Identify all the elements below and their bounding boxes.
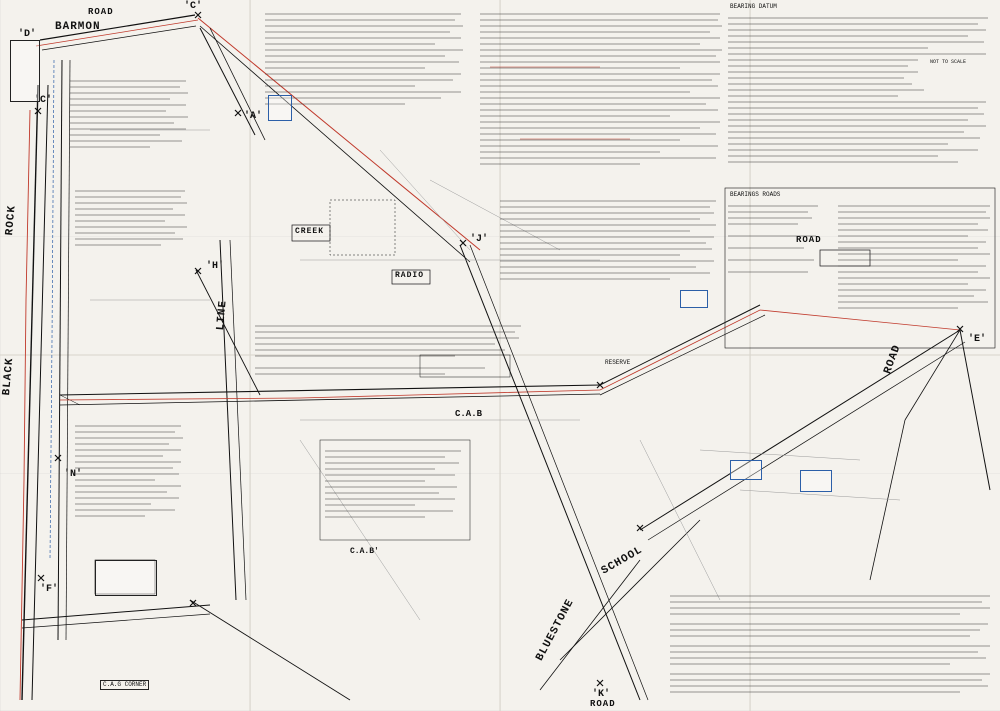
station-c-left: 'C' (34, 95, 53, 106)
road-top-right-diagonal (197, 17, 481, 263)
annotation-box (268, 95, 292, 121)
handwriting-texture (70, 80, 188, 148)
annotation-box (680, 290, 708, 308)
blue-traverse-left (49, 59, 55, 561)
note-block-left-upper (70, 75, 190, 170)
barmon-road (39, 14, 197, 51)
pencil-construction-lines (90, 129, 901, 621)
handwriting-texture (325, 450, 461, 518)
red-traverse-right (599, 309, 961, 391)
annotation-box (95, 560, 157, 596)
handwriting-texture (265, 13, 463, 105)
station-d: 'D' (18, 29, 37, 40)
handwriting-texture (728, 205, 990, 309)
label-cab-mid: C.A.B (455, 409, 483, 419)
label-reserve: RESERVE (605, 359, 631, 366)
station-k: 'K' (592, 689, 611, 700)
red-traverse-left (19, 109, 31, 701)
line-road (195, 239, 261, 601)
annotation-box (10, 40, 40, 102)
label-bearings-roads: BEARINGS ROADS (730, 191, 781, 198)
note-block-center (255, 320, 525, 380)
road-label-road-bottom: ROAD (590, 699, 616, 709)
station-f: 'F' (40, 584, 59, 595)
note-block-left-mid (75, 185, 190, 275)
red-traverse-mid (59, 389, 601, 401)
school-bluestone-roads (459, 244, 991, 701)
handwriting-texture (255, 325, 521, 375)
note-block-right-center (500, 195, 720, 335)
note-block-top-center (265, 10, 465, 120)
label-bearing-datum: BEARING DATUM (730, 3, 777, 10)
note-block-bearings-roads (728, 200, 993, 345)
station-h: 'H' (206, 261, 225, 272)
station-n: 'N' (64, 469, 83, 480)
note-block-cab (325, 445, 465, 535)
note-block-top-right-center (480, 10, 725, 190)
handwriting-texture (500, 200, 716, 280)
road-label-road-top: ROAD (88, 7, 114, 17)
handwriting-texture (728, 17, 988, 163)
note-block-bottom-right (660, 590, 995, 705)
handwriting-texture (670, 595, 990, 693)
label-cab-lower: C.A.B' (350, 547, 379, 556)
road-label-radio: RADIO (395, 271, 425, 280)
rock-black-road (21, 59, 71, 701)
station-c-top: 'C' (184, 1, 203, 12)
label-cag-corner: C.A.G CORNER (100, 680, 150, 690)
label-not-to-scale: NOT TO SCALE (930, 59, 967, 65)
road-label-creek: CREEK (295, 227, 325, 236)
red-traverse-top (35, 19, 199, 47)
road-label-road-mid: ROAD (796, 235, 822, 245)
station-a: 'A' (244, 111, 263, 122)
road-label-barmon: BARMON (55, 21, 101, 33)
survey-marks (34, 11, 964, 687)
handwriting-texture (480, 13, 722, 165)
station-j: 'J' (470, 234, 489, 245)
annotation-box (730, 460, 762, 480)
note-block-bearing-datum (728, 10, 993, 185)
annotation-box (800, 470, 832, 492)
handwriting-texture (75, 425, 183, 517)
note-block-left-lower (75, 420, 185, 550)
bottom-left-road (21, 599, 351, 701)
station-e: 'E' (968, 334, 987, 345)
handwriting-texture (75, 190, 187, 246)
